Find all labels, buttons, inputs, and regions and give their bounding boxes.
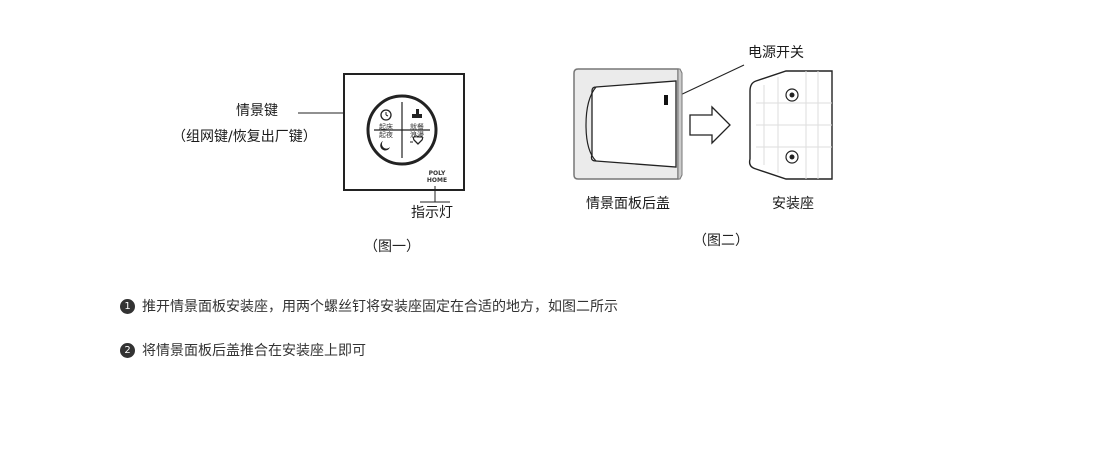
button-label-night: 起夜 <box>379 130 393 139</box>
arrow-right-icon <box>689 105 731 145</box>
step-text: 推开情景面板安装座，用两个螺丝钉将安装座固定在合适的地方，如图二所示 <box>142 299 618 315</box>
indicator-label: 指示灯 <box>411 205 453 221</box>
back-cover-label: 情景面板后盖 <box>586 196 670 212</box>
alarm-clock-icon <box>380 109 392 121</box>
scene-panel-drawing: 起床 就餐 起夜 浪漫 POLY HOME <box>298 73 465 203</box>
figure-1-caption: （图一） <box>364 239 420 255</box>
step-2: 2 将情景面板后盖推合在安装座上即可 <box>120 340 366 360</box>
figure-2-caption: （图二） <box>693 233 749 249</box>
step-number: 1 <box>120 298 135 314</box>
brand-line-1: POLY <box>429 170 446 177</box>
dining-icon <box>412 109 422 118</box>
heart-icon <box>410 135 424 145</box>
power-switch-label: 电源开关 <box>748 45 804 61</box>
button-label-dine: 就餐 <box>410 122 424 131</box>
mounting-base <box>748 70 833 180</box>
brand-line-2: HOME <box>427 177 447 184</box>
step-1: 1 推开情景面板安装座，用两个螺丝钉将安装座固定在合适的地方，如图二所示 <box>120 296 618 316</box>
step-number: 2 <box>120 342 135 358</box>
mounting-drawing <box>573 64 833 180</box>
power-switch-leader-line <box>675 64 745 98</box>
mount-base-label: 安装座 <box>772 196 814 212</box>
button-label-romance: 浪漫 <box>410 130 424 139</box>
moon-icon <box>380 141 390 151</box>
back-cover <box>573 68 683 180</box>
scene-key-note: （组网键/恢复出厂键） <box>172 129 317 145</box>
step-text: 将情景面板后盖推合在安装座上即可 <box>142 343 366 359</box>
scene-key-label: 情景键 <box>236 103 278 119</box>
button-label-wake: 起床 <box>379 122 393 131</box>
power-switch <box>664 95 668 105</box>
